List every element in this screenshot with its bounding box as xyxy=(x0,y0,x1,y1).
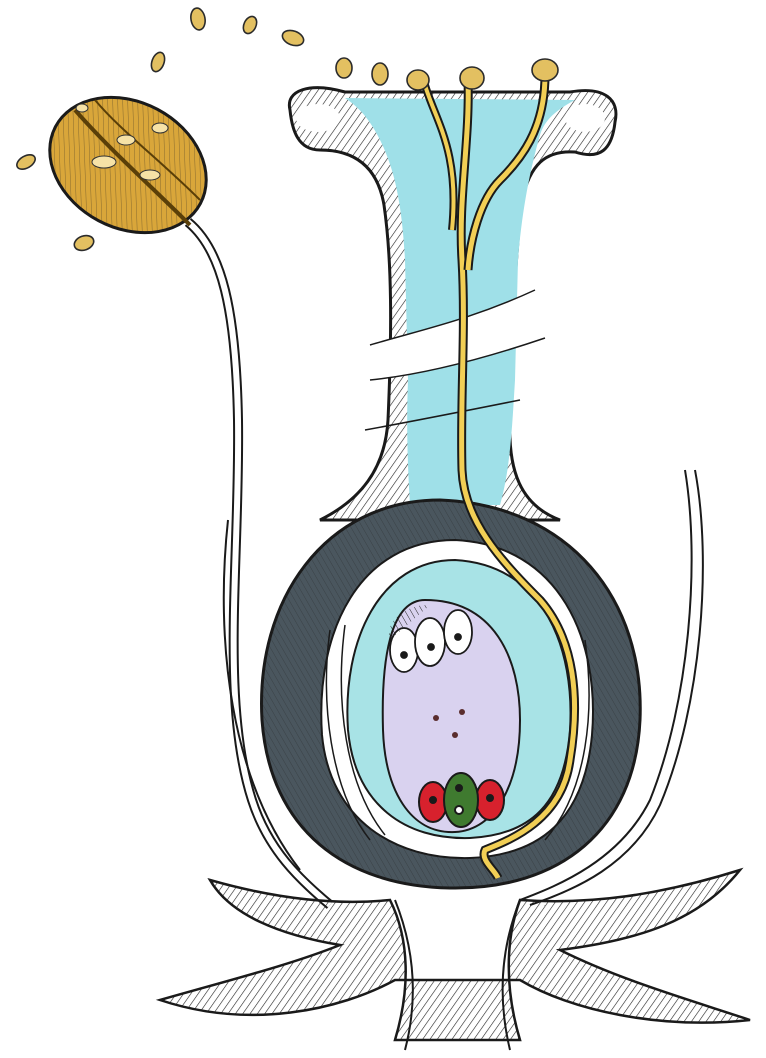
egg-apparatus-icon xyxy=(419,773,504,827)
pollen-grain-icon xyxy=(14,152,37,172)
pollen-grain-icon xyxy=(336,58,352,78)
pollen-grain-icon xyxy=(280,28,305,49)
pollen-grain-icon xyxy=(149,51,167,74)
pollen-grain-icon xyxy=(241,14,259,35)
pollen-grain-icon xyxy=(72,233,96,253)
pollen-on-stigma xyxy=(407,59,558,90)
pollen-grain-icon xyxy=(189,7,207,31)
style-icon xyxy=(289,88,616,520)
pollen-grain-icon xyxy=(372,63,388,85)
sepals-icon xyxy=(160,870,750,1050)
